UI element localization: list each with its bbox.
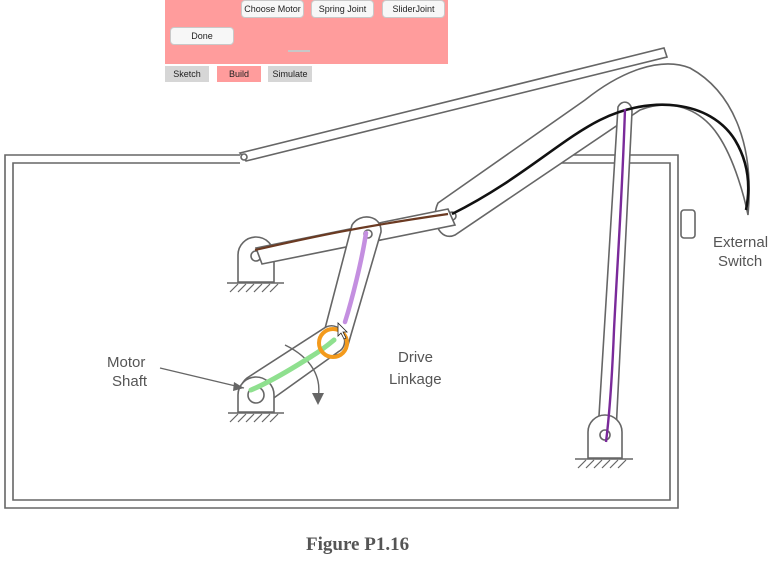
tab-build[interactable]: Build [217, 66, 261, 82]
motor-shaft-leader-head [233, 382, 244, 391]
motor-ground [229, 413, 279, 423]
external-switch [680, 209, 696, 239]
external-label: External [713, 234, 768, 251]
lid-lever [238, 47, 669, 162]
spring-joint-button[interactable]: Spring Joint [311, 0, 374, 18]
figure-caption: Figure P1.16 [306, 534, 409, 555]
right-pivot [575, 414, 633, 460]
sketch-stroke-brown [254, 212, 449, 252]
motor-shaft-leader [159, 367, 245, 389]
rotation-arrow [284, 344, 320, 399]
slider-joint-button[interactable]: SliderJoint [382, 0, 445, 18]
sketch-stroke-purple [604, 108, 627, 443]
drive-label: Drive [398, 349, 433, 366]
joint-highlight-ring[interactable] [317, 327, 349, 359]
tab-sketch[interactable]: Sketch [165, 66, 209, 82]
done-button[interactable]: Done [170, 27, 234, 45]
shaft-label: Shaft [112, 373, 148, 390]
toolbar-panel: Choose Motor Spring Joint SliderJoint Do… [165, 0, 448, 64]
right-link [597, 101, 633, 443]
linkage-label: Linkage [389, 371, 442, 388]
hook-lever [434, 63, 750, 238]
panel-divider [288, 50, 310, 52]
mouse-cursor-icon [337, 322, 348, 340]
sketch-stroke-black [451, 103, 750, 216]
sketch-stroke-green [248, 337, 337, 393]
tab-simulate[interactable]: Simulate [268, 66, 312, 82]
switch-label: Switch [718, 253, 762, 270]
right-ground [577, 459, 627, 469]
motor-label: Motor [107, 354, 145, 371]
sketch-stroke-violet [342, 230, 369, 325]
left-ground [229, 283, 279, 293]
choose-motor-button[interactable]: Choose Motor [241, 0, 304, 18]
frame-box [4, 154, 679, 509]
rotation-arrowhead [312, 393, 324, 405]
